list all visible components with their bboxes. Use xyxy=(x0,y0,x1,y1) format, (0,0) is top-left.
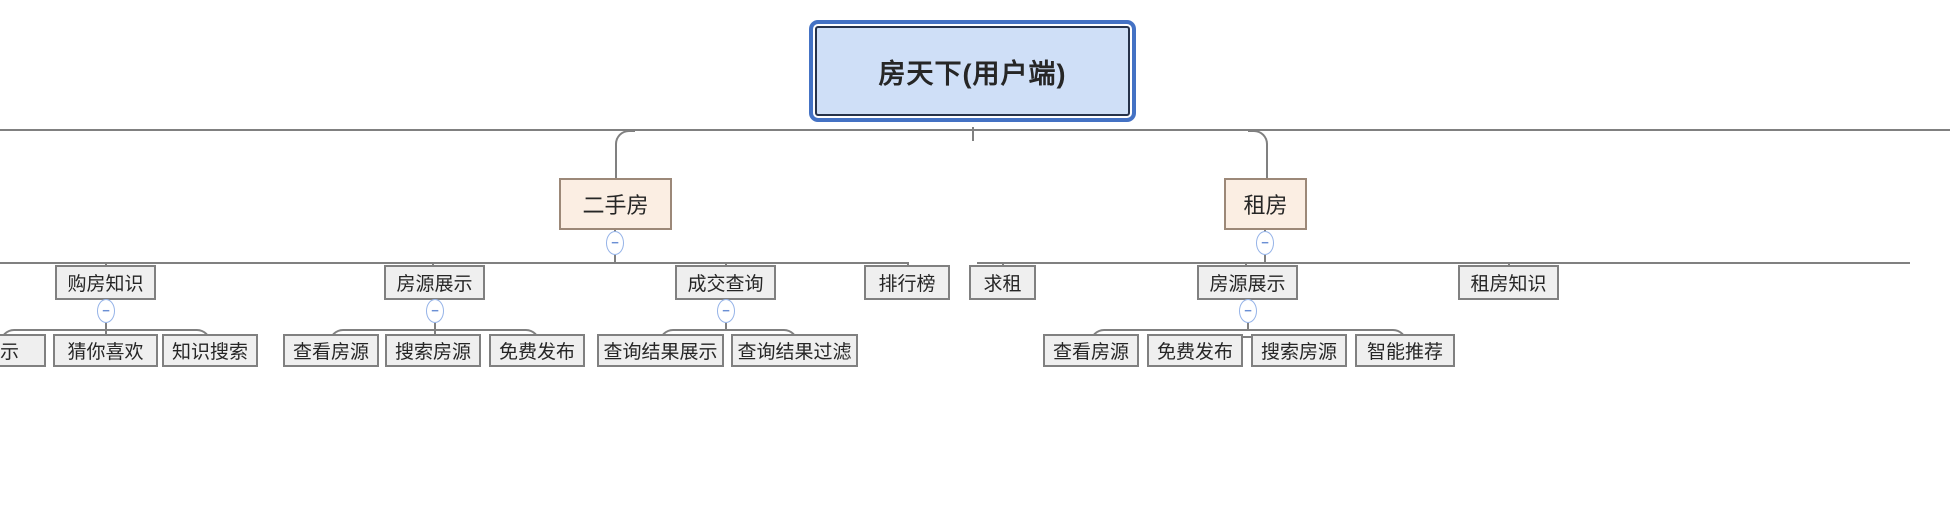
minus-icon: − xyxy=(1244,302,1252,318)
connector-bus-zufang xyxy=(977,262,1910,264)
minus-icon: − xyxy=(722,302,730,318)
leaf-label-cainixihuan: 猜你喜欢 xyxy=(67,342,144,363)
leaf-label-zhanshi: 展示 xyxy=(0,342,19,363)
level3-node-chengjiao-chaxun[interactable]: 成交查询 xyxy=(675,265,776,300)
leaf-node-chaxunjieguozhanshi[interactable]: 查询结果展示 xyxy=(597,334,724,367)
level3-label-fangyuan-zhanshi-esf: 房源展示 xyxy=(396,274,473,295)
leaf-node-sousuofangyuan-esf[interactable]: 搜索房源 xyxy=(385,334,481,367)
collapse-toggle-zufang[interactable]: − xyxy=(1256,231,1274,255)
root-node-label: 房天下(用户端) xyxy=(878,58,1067,89)
leaf-label-sousuofangyuan-zf: 搜索房源 xyxy=(1260,342,1337,363)
level3-label-fangyuan-zhanshi-zf: 房源展示 xyxy=(1209,274,1286,295)
level3-label-qiuzu: 求租 xyxy=(983,274,1022,295)
collapse-toggle-chengjiao-chaxun[interactable]: − xyxy=(717,299,735,323)
level3-node-zufang-zhishi[interactable]: 租房知识 xyxy=(1458,265,1559,300)
leaf-label-chakanfangyuan-esf: 查看房源 xyxy=(292,342,369,363)
leaf-node-zhishisousuo[interactable]: 知识搜索 xyxy=(162,334,258,367)
leaf-label-chaxunjieguozhanshi: 查询结果展示 xyxy=(603,342,718,363)
leaf-label-mianfeifabu-zf: 免费发布 xyxy=(1156,342,1233,363)
connector-ershoufang-stem-lower xyxy=(614,255,616,263)
level2-label-ershoufang: 二手房 xyxy=(582,193,649,218)
minus-icon: − xyxy=(611,234,619,250)
level3-node-fangyuan-zhanshi-zf[interactable]: 房源展示 xyxy=(1197,265,1298,300)
connector-fangyuanzhanshi-zf-stem-lower xyxy=(1247,323,1249,329)
connector-trunk xyxy=(0,129,1950,131)
level3-node-gouhang-zhishi[interactable]: 购房知识 xyxy=(55,265,156,300)
leaf-node-chaxunjieguoguolv[interactable]: 查询结果过滤 xyxy=(731,334,858,367)
leaf-label-sousuofangyuan-esf: 搜索房源 xyxy=(394,342,471,363)
leaf-label-zhinengtuijian: 智能推荐 xyxy=(1366,342,1443,363)
connector-gouhangzhishi-stem-lower xyxy=(105,323,107,329)
leaf-label-zhishisousuo: 知识搜索 xyxy=(171,342,248,363)
leaf-node-zhanshi[interactable]: 展示 xyxy=(0,334,46,367)
minus-icon: − xyxy=(102,302,110,318)
connector-chengjiaochaxun-stem-lower xyxy=(725,323,727,329)
leaf-node-chakanfangyuan-esf[interactable]: 查看房源 xyxy=(283,334,379,367)
level3-node-qiuzu[interactable]: 求租 xyxy=(969,265,1036,300)
level3-label-zufang-zhishi: 租房知识 xyxy=(1470,274,1547,295)
collapse-toggle-fangyuan-zhanshi-zf[interactable]: − xyxy=(1239,299,1257,323)
connector-elbow-zufang xyxy=(1248,130,1268,178)
level3-label-paihangbang: 排行榜 xyxy=(878,274,936,295)
connector-bus-ershoufang xyxy=(0,262,909,264)
minus-icon: − xyxy=(431,302,439,318)
level3-node-fangyuan-zhanshi-esf[interactable]: 房源展示 xyxy=(384,265,485,300)
connector-root-stem xyxy=(972,127,974,141)
connector-fangyuanzhanshi-esf-stem-lower xyxy=(434,323,436,329)
level3-node-paihangbang[interactable]: 排行榜 xyxy=(864,265,950,300)
leaf-node-zhinengtuijian[interactable]: 智能推荐 xyxy=(1355,334,1455,367)
leaf-node-mianfeifabu-zf[interactable]: 免费发布 xyxy=(1147,334,1243,367)
level2-label-zufang: 租房 xyxy=(1243,193,1288,218)
leaf-label-chakanfangyuan-zf: 查看房源 xyxy=(1052,342,1129,363)
connector-zufang-stem-lower xyxy=(1264,255,1266,263)
level3-label-gouhang-zhishi: 购房知识 xyxy=(67,274,144,295)
leaf-node-sousuofangyuan-zf[interactable]: 搜索房源 xyxy=(1251,334,1347,367)
level3-label-chengjiao-chaxun: 成交查询 xyxy=(687,274,764,295)
level2-node-zufang[interactable]: 租房 xyxy=(1224,178,1307,230)
leaf-node-chakanfangyuan-zf[interactable]: 查看房源 xyxy=(1043,334,1139,367)
collapse-toggle-fangyuan-zhanshi-esf[interactable]: − xyxy=(426,299,444,323)
leaf-node-cainixihuan[interactable]: 猜你喜欢 xyxy=(53,334,158,367)
leaf-label-chaxunjieguoguolv: 查询结果过滤 xyxy=(737,342,852,363)
leaf-label-mianfeifabu-esf: 免费发布 xyxy=(498,342,575,363)
leaf-node-mianfeifabu-esf[interactable]: 免费发布 xyxy=(489,334,585,367)
collapse-toggle-gouhang-zhishi[interactable]: − xyxy=(97,299,115,323)
minus-icon: − xyxy=(1261,234,1269,250)
level2-node-ershoufang[interactable]: 二手房 xyxy=(559,178,672,230)
collapse-toggle-ershoufang[interactable]: − xyxy=(606,231,624,255)
connector-elbow-ershoufang xyxy=(615,130,635,178)
root-node[interactable]: 房天下(用户端) xyxy=(809,20,1136,122)
